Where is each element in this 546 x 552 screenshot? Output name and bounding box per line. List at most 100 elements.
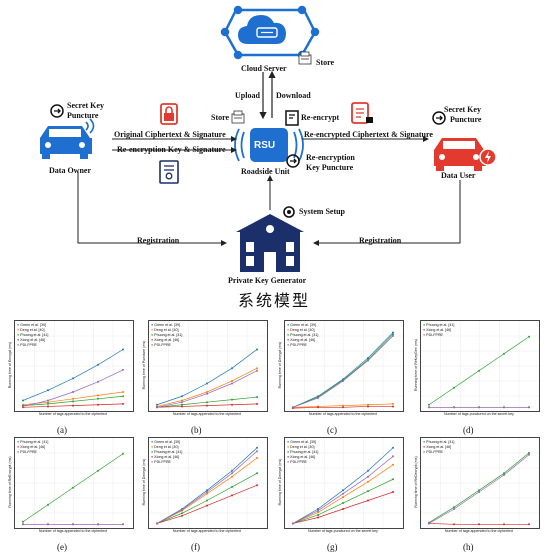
legend-entry: Xiong et al. [46] [426, 445, 452, 449]
series-point [392, 446, 394, 449]
legend-entry: Phuong et al. [41] [154, 450, 183, 454]
series-point [206, 404, 208, 407]
upload-label: Upload [235, 91, 260, 100]
chart-caption: (a) [57, 425, 67, 435]
chart-svg [285, 321, 403, 411]
legend-entry: Deng et al. [40] [290, 445, 315, 449]
series-point [503, 523, 505, 526]
chart-svg [285, 438, 403, 528]
series-point [206, 401, 208, 404]
series-point [453, 506, 455, 509]
series-point [72, 400, 74, 403]
series-point [453, 508, 455, 510]
series-point [528, 406, 530, 409]
legend-entry: Deng et al. [40] [20, 328, 45, 332]
series-point [342, 496, 344, 499]
series-point [503, 474, 505, 476]
encrypted-document-icon [351, 102, 373, 124]
legend-entry: Green et al. [39] [290, 323, 316, 327]
chart-caption: (b) [191, 425, 202, 435]
sk-puncture-right-2: Puncture [450, 115, 482, 124]
series-point [206, 491, 208, 493]
series-point [122, 402, 124, 405]
series-line [156, 349, 258, 406]
chart-plot-area: ● Green et al. [39]● Deng et al. [40]● P… [284, 437, 404, 529]
chart-legend: ● Green et al. [39]● Deng et al. [40]● P… [287, 323, 319, 347]
chart-svg [149, 438, 267, 528]
legend-entry: Green et al. [39] [154, 323, 180, 327]
series-point [97, 469, 99, 472]
series-point [122, 348, 124, 351]
series-point [181, 401, 183, 404]
store-mid-label: Store [211, 113, 230, 122]
pkg-label: Private Key Generator [228, 276, 307, 285]
y-axis-label: Running time of ReKeyGen (ms) [414, 339, 418, 391]
chart-panel-b: ● Green et al. [39]● Deng et al. [40]● P… [136, 308, 271, 435]
store-icon-mid [231, 110, 245, 124]
series-point [47, 389, 49, 392]
reenc-key-label: Re-encryption Key & Signature [117, 145, 226, 154]
series-point [392, 333, 394, 336]
registration-right-line [313, 180, 461, 246]
store-icon-top [298, 51, 312, 65]
rsu-badge: RSU [254, 140, 276, 151]
legend-entry: PDI-FPRE [154, 343, 171, 347]
series-point [453, 406, 455, 409]
puncture-icon-right [432, 111, 446, 125]
system-model-title: 系统模型 [238, 291, 311, 310]
series-point [181, 405, 183, 408]
chart-svg [421, 321, 539, 411]
series-point [528, 335, 530, 338]
chart-panel-g: ● Green et al. [39]● Deng et al. [40]● P… [272, 425, 407, 552]
series-line [428, 452, 530, 523]
series-point [47, 402, 49, 405]
series-line [156, 367, 258, 407]
chart-panel-e: ● Phuong et al. [41]● Xiong et al. [46]●… [2, 425, 137, 552]
series-point [72, 391, 74, 393]
legend-entry: Xiong et al. [46] [20, 338, 46, 342]
series-point [97, 363, 99, 366]
y-axis-label: Running time of Puncture (ms) [142, 340, 146, 390]
series-point [97, 523, 99, 526]
y-axis-label: Running time of Decrypt (ms) [142, 458, 146, 506]
legend-entry: Phuong et al. [41] [426, 323, 455, 327]
legend-entry: Xiong et al. [46] [290, 338, 316, 342]
series-point [256, 484, 258, 487]
chart-legend: ● Phuong et al. [41]● Xiong et al. [46]●… [17, 440, 49, 454]
sk-puncture-left-2: Puncture [67, 111, 99, 120]
data-owner-label: Data Owner [49, 166, 91, 175]
series-point [206, 499, 208, 502]
series-point [22, 405, 24, 408]
series-point [317, 509, 319, 512]
series-point [342, 502, 344, 505]
reenc-ct-label: Re-encrypted Ciphertext & Signature [304, 130, 433, 139]
chart-plot-area: ● Phuong et al. [41]● Xiong et al. [46]●… [420, 320, 540, 412]
x-axis-label: Number of tags punctured on the secret k… [308, 529, 378, 533]
series-point [392, 455, 394, 458]
roadside-unit-label: Roadside Unit [241, 167, 290, 176]
series-point [367, 499, 369, 502]
series-point [453, 523, 455, 526]
chart-svg [15, 438, 133, 528]
series-point [342, 492, 344, 495]
series-point [97, 380, 99, 383]
legend-entry: Phuong et al. [41] [20, 440, 49, 444]
chart-legend: ● Green et al. [39]● Deng et al. [40]● P… [17, 323, 49, 347]
legend-entry: Xiong et al. [46] [426, 328, 452, 332]
orig-ct-label: Original Ciphertext & Signature [114, 130, 226, 139]
re-key-puncture-1: Re-encryption [306, 153, 355, 162]
system-diagram [40, 5, 497, 272]
series-point [231, 485, 233, 488]
series-point [392, 334, 394, 337]
y-axis-label: Running time of Decrypt (ms) [278, 458, 282, 506]
series-point [317, 513, 319, 516]
legend-entry: Phuong et al. [41] [426, 440, 455, 444]
series-point [156, 522, 158, 525]
legend-entry: Green et al. [39] [154, 440, 180, 444]
legend-entry: Deng et al. [40] [154, 445, 179, 449]
chart-plot-area: ● Green et al. [39]● Deng et al. [40]● P… [148, 320, 268, 412]
series-point [231, 472, 233, 475]
series-point [367, 475, 369, 478]
series-point [231, 367, 233, 370]
series-point [97, 394, 99, 397]
